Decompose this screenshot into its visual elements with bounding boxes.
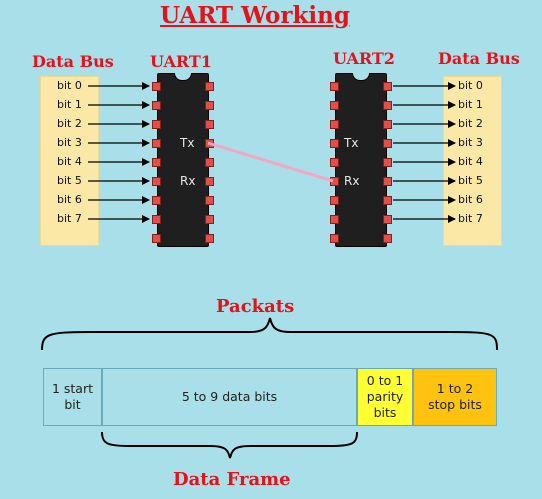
data-bits-cell: 5 to 9 data bits [102, 368, 357, 426]
stop-bits-line-2: stop bits [428, 397, 482, 412]
uart1-pin [205, 196, 214, 205]
right-bit-label: bit 3 [458, 136, 483, 149]
packets-label: Packats [216, 296, 295, 317]
uart2-pin [383, 215, 392, 224]
uart2-pin [383, 158, 392, 167]
uart2-pin [330, 158, 339, 167]
parity-bits-cell: 0 to 1 parity bits [357, 368, 413, 426]
left-bit-label: bit 7 [57, 212, 82, 225]
uart1-pin [205, 177, 214, 186]
uart1-pin [152, 82, 161, 91]
uart2-pin [383, 139, 392, 148]
right-bit-label: bit 6 [458, 193, 483, 206]
uart1-chip [157, 73, 209, 247]
uart2-pin [383, 101, 392, 110]
uart1-pin [152, 101, 161, 110]
uart2-rx-label: Rx [344, 174, 360, 188]
uart1-tx-label: Tx [180, 136, 195, 150]
uart2-pin [383, 234, 392, 243]
bus-arrows [88, 82, 456, 223]
uart1-pin [152, 177, 161, 186]
stop-bits-cell: 1 to 2 stop bits [413, 368, 497, 426]
uart1-pin [205, 101, 214, 110]
right-bit-label: bit 2 [458, 117, 483, 130]
uart1-pin [152, 139, 161, 148]
parity-line-1: 0 to 1 [366, 373, 404, 388]
start-bit-line-1: 1 start [51, 381, 94, 396]
left-data-bus [40, 76, 99, 246]
start-bit-line-2: bit [64, 397, 81, 412]
left-bit-label: bit 4 [57, 155, 82, 168]
uart2-pin [330, 234, 339, 243]
right-bit-label: bit 4 [458, 155, 483, 168]
uart1-pin [152, 215, 161, 224]
uart2-pin [330, 196, 339, 205]
left-bit-label: bit 3 [57, 136, 82, 149]
parity-line-3: bits [373, 405, 397, 420]
left-bit-label: bit 1 [57, 98, 82, 111]
left-bit-label: bit 0 [57, 79, 82, 92]
uart1-pin [205, 158, 214, 167]
left-data-bus-label: Data Bus [32, 52, 114, 71]
right-bit-label: bit 5 [458, 174, 483, 187]
uart1-pin [152, 196, 161, 205]
uart2-pin [383, 177, 392, 186]
right-data-bus-label: Data Bus [438, 49, 520, 68]
left-bit-label: bit 5 [57, 174, 82, 187]
right-bit-label: bit 1 [458, 98, 483, 111]
tx-rx-link [207, 141, 334, 183]
uart1-rx-label: Rx [180, 174, 196, 188]
uart1-pin [152, 158, 161, 167]
uart2-pin [383, 120, 392, 129]
uart1-label: UART1 [150, 52, 212, 71]
page-title: UART Working [160, 2, 350, 29]
data-frame-brace [101, 431, 358, 459]
right-bit-label: bit 7 [458, 212, 483, 225]
uart2-pin [330, 215, 339, 224]
uart2-pin [383, 82, 392, 91]
uart1-pin [205, 215, 214, 224]
packets-brace [41, 317, 498, 351]
data-frame-label: Data Frame [173, 469, 291, 490]
left-bit-label: bit 6 [57, 193, 82, 206]
parity-line-2: parity [366, 389, 404, 404]
uart1-pin [152, 120, 161, 129]
right-bit-label: bit 0 [458, 79, 483, 92]
uart1-pin [205, 82, 214, 91]
start-bit-cell: 1 start bit [43, 368, 102, 426]
uart2-pin [330, 120, 339, 129]
stop-bits-line-1: 1 to 2 [436, 381, 474, 396]
left-bit-label: bit 2 [57, 117, 82, 130]
uart2-pin [330, 82, 339, 91]
uart1-pin [205, 234, 214, 243]
uart2-label: UART2 [333, 49, 395, 68]
uart2-tx-label: Tx [344, 136, 359, 150]
data-bits-text: 5 to 9 data bits [181, 389, 278, 404]
uart1-pin [152, 234, 161, 243]
uart1-pin [205, 120, 214, 129]
uart2-pin [330, 139, 339, 148]
uart2-pin [330, 101, 339, 110]
uart2-pin [383, 196, 392, 205]
